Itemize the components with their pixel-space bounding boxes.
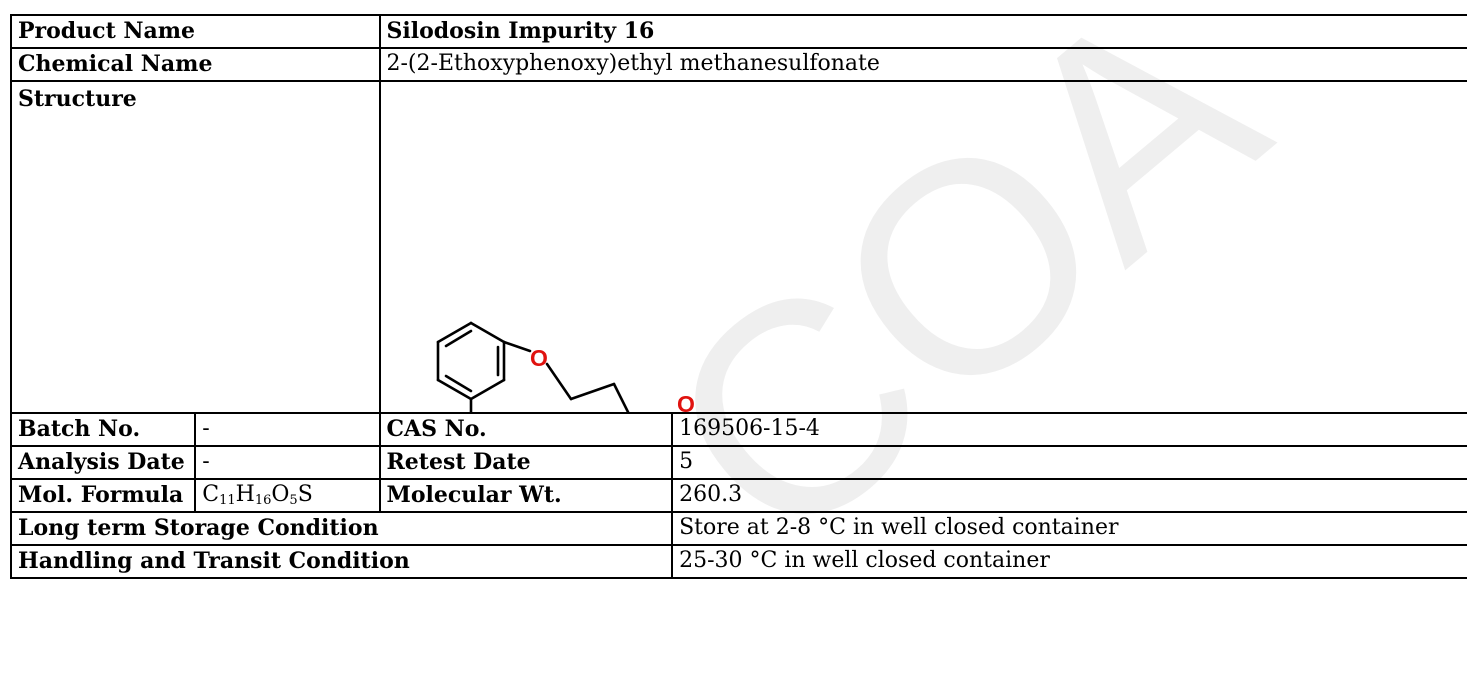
row-batch-cas: Batch No. - CAS No. 169506-15-4 [9,412,1467,447]
row-long-term-storage: Long term Storage Condition Store at 2-8… [9,511,1467,546]
atom-oxygen-sulfonyl-top: O [677,391,695,413]
coa-table: Product Name Silodosin Impurity 16 Chemi… [9,14,1467,579]
retest-date-label: Retest Date [378,445,674,480]
formula-o-count: 5 [289,493,298,509]
formula-h: H [235,482,255,508]
cas-no-value: 169506-15-4 [671,412,1467,447]
molecular-wt-value: 260.3 [671,478,1467,513]
row-formula-weight: Mol. Formula C11H16O5S Molecular Wt. 260… [9,478,1467,513]
formula-o: O [271,482,290,508]
row-dates: Analysis Date - Retest Date 5 [9,445,1467,480]
handling-transit-value: 25-30 °C in well closed container [671,544,1467,579]
cas-no-label: CAS No. [378,412,674,447]
row-handling-transit: Handling and Transit Condition 25-30 °C … [9,544,1467,579]
chemical-name-label: Chemical Name [10,47,381,82]
formula-c-count: 11 [219,493,236,509]
structure-label: Structure [10,80,381,414]
batch-no-value: - [194,412,381,447]
mol-formula-value: C11H16O5S [194,478,381,513]
formula-h-count: 16 [254,493,272,509]
row-structure: Structure [10,80,1467,414]
analysis-date-value: - [194,445,381,480]
handling-transit-label: Handling and Transit Condition [9,544,674,579]
mol-formula-label: Mol. Formula [9,478,197,513]
formula-c: C [202,482,220,508]
product-name-value: Silodosin Impurity 16 [378,14,1467,49]
retest-date-value: 5 [671,445,1467,480]
row-product-name: Product Name Silodosin Impurity 16 [10,14,1467,49]
batch-no-label: Batch No. [9,412,197,447]
formula-s: S [297,482,313,508]
atom-oxygen-ether: O [530,345,548,371]
chemical-name-value: 2-(2-Ethoxyphenoxy)ethyl methanesulfonat… [378,47,1467,82]
chemical-structure: O O O S O O [436,321,695,413]
molecular-wt-label: Molecular Wt. [378,478,674,513]
product-name-label: Product Name [10,14,381,49]
long-term-storage-label: Long term Storage Condition [9,511,674,546]
long-term-storage-value: Store at 2-8 °C in well closed container [671,511,1467,546]
row-chemical-name: Chemical Name 2-(2-Ethoxyphenoxy)ethyl m… [10,47,1467,82]
analysis-date-label: Analysis Date [9,445,197,480]
structure-cell: O O O S O O [378,80,1467,414]
